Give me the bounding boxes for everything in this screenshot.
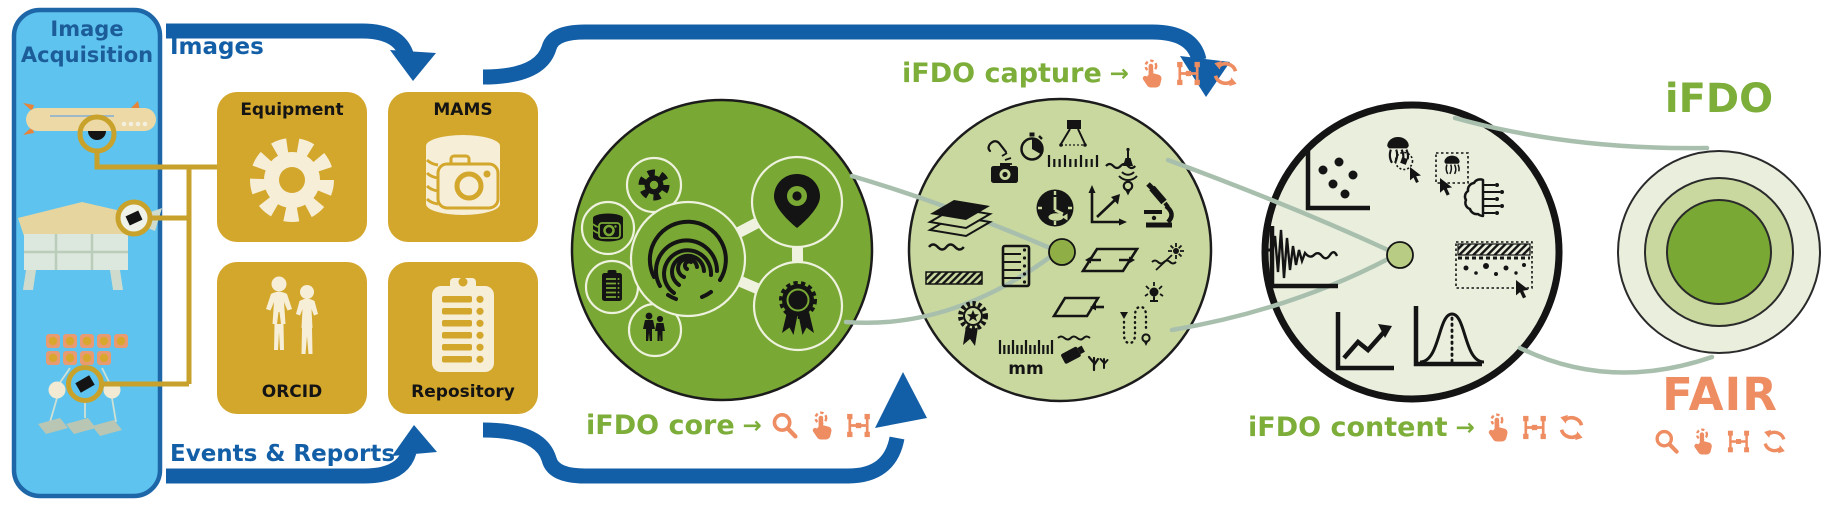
buoy-gps-icon bbox=[1105, 147, 1138, 196]
reusable-icon bbox=[1212, 59, 1239, 88]
tap-camera-icon bbox=[987, 140, 1018, 183]
orcid-box-label: ORCID bbox=[261, 382, 323, 402]
orcid-box bbox=[217, 262, 367, 414]
ifdo-core-title: iFDO core bbox=[586, 410, 735, 441]
clipboard-icon bbox=[602, 270, 622, 301]
mams-box-label: MAMS bbox=[433, 100, 493, 120]
survey-path-icon bbox=[1120, 305, 1151, 346]
interoperable-icon bbox=[1726, 429, 1750, 454]
arrow-glyph: → bbox=[1109, 60, 1130, 87]
ifdo-capture-content: mm bbox=[925, 120, 1184, 379]
image-acquisition-title: Image Acquisition bbox=[20, 17, 154, 68]
lamp-icon bbox=[1144, 282, 1164, 302]
ifdo-result-title: iFDO bbox=[1664, 76, 1774, 122]
mm-scale-label: mm bbox=[1008, 359, 1043, 379]
fingerprint-icon bbox=[647, 219, 728, 301]
ifdo-core-label: iFDO core → bbox=[586, 410, 873, 441]
sun-waves-icon bbox=[1151, 243, 1184, 271]
accessible-icon bbox=[1692, 428, 1713, 455]
ifdo-core-content bbox=[580, 155, 844, 358]
arrow-glyph: → bbox=[742, 412, 762, 439]
accessible-icon bbox=[1487, 413, 1509, 442]
scale-ticks-icon bbox=[1047, 155, 1099, 167]
image-footprint-small-icon bbox=[1051, 296, 1104, 318]
scatter-plot-icon bbox=[1305, 148, 1370, 211]
stopwatch-icon bbox=[1020, 132, 1044, 161]
callout-connector-lines bbox=[94, 150, 217, 387]
waves-icon bbox=[928, 243, 965, 251]
image-database-icon bbox=[592, 213, 623, 242]
mm-scale-icon: mm bbox=[998, 340, 1054, 379]
ifdo-content-title: iFDO content bbox=[1248, 412, 1448, 443]
arrow-glyph: → bbox=[1455, 414, 1475, 441]
seafloor-bar-icon bbox=[925, 271, 983, 285]
repository-box-label: Repository bbox=[411, 382, 515, 402]
annotation-box-icon bbox=[1435, 152, 1469, 196]
brain-ai-icon bbox=[1463, 178, 1504, 218]
images-flow-label: Images bbox=[170, 34, 264, 60]
ifdo-capture-label: iFDO capture → bbox=[902, 58, 1240, 89]
flow-arrows bbox=[166, 23, 1207, 484]
seafloor-sample-annotation-icon bbox=[1455, 241, 1533, 299]
underwater-camera-icon bbox=[1057, 335, 1109, 372]
ifdo-fair-rings bbox=[1617, 150, 1821, 354]
time-fish-clock-icon bbox=[1036, 189, 1074, 227]
lander-illustration bbox=[18, 199, 162, 290]
image-database-icon bbox=[425, 135, 500, 215]
award-star-icon bbox=[958, 301, 988, 346]
jellyfish-annotation-icon bbox=[1386, 135, 1421, 183]
reusable-icon bbox=[1558, 413, 1585, 442]
fair-icon-row bbox=[1636, 428, 1804, 455]
ifdo-capture-title: iFDO capture bbox=[902, 58, 1102, 89]
signal-plot-icon bbox=[1267, 226, 1339, 289]
axes-icon bbox=[1088, 185, 1127, 226]
microscope-icon bbox=[1144, 182, 1174, 228]
top-long-arrow bbox=[482, 24, 1207, 85]
data-stack-icon bbox=[1001, 244, 1031, 288]
clipboard-icon bbox=[432, 277, 494, 372]
mooring-illustration bbox=[38, 334, 128, 436]
trend-chart-icon bbox=[1335, 312, 1394, 371]
auv-camera-dome bbox=[88, 131, 106, 140]
ifdo-content-content bbox=[1267, 135, 1533, 371]
location-pin-icon bbox=[774, 174, 820, 228]
mooring-camera bbox=[75, 375, 95, 393]
fair-badge: FAIR bbox=[1662, 368, 1778, 421]
interoperable-icon bbox=[845, 412, 872, 439]
core-zoom-dot bbox=[1048, 238, 1076, 266]
people-icon bbox=[643, 312, 665, 341]
capture-zoom-dot bbox=[1386, 241, 1414, 269]
accessible-icon bbox=[811, 411, 833, 440]
award-icon bbox=[779, 281, 817, 335]
float-array bbox=[46, 334, 128, 365]
auv-illustration bbox=[23, 101, 156, 154]
equipment-box-label: Equipment bbox=[240, 100, 344, 120]
interoperable-icon bbox=[1521, 414, 1548, 441]
findable-icon bbox=[1653, 428, 1680, 455]
accessible-icon bbox=[1141, 59, 1163, 88]
distribution-curve-icon bbox=[1413, 306, 1485, 367]
findable-icon bbox=[770, 411, 799, 440]
reusable-icon bbox=[1761, 428, 1787, 455]
lander-camera bbox=[125, 210, 143, 226]
layer-stack-icon bbox=[927, 200, 993, 238]
gear-icon bbox=[250, 138, 334, 222]
events-arrow bbox=[166, 449, 417, 484]
events-reports-flow-label: Events & Reports bbox=[170, 441, 396, 467]
image-footprint-icon bbox=[1080, 247, 1140, 273]
camera-rig-icon bbox=[1059, 120, 1087, 147]
gear-icon bbox=[638, 169, 670, 201]
ifdo-content-label: iFDO content → bbox=[1248, 412, 1586, 443]
people-icon bbox=[266, 276, 318, 354]
interoperable-icon bbox=[1175, 60, 1202, 87]
bottom-long-arrow bbox=[482, 422, 905, 484]
